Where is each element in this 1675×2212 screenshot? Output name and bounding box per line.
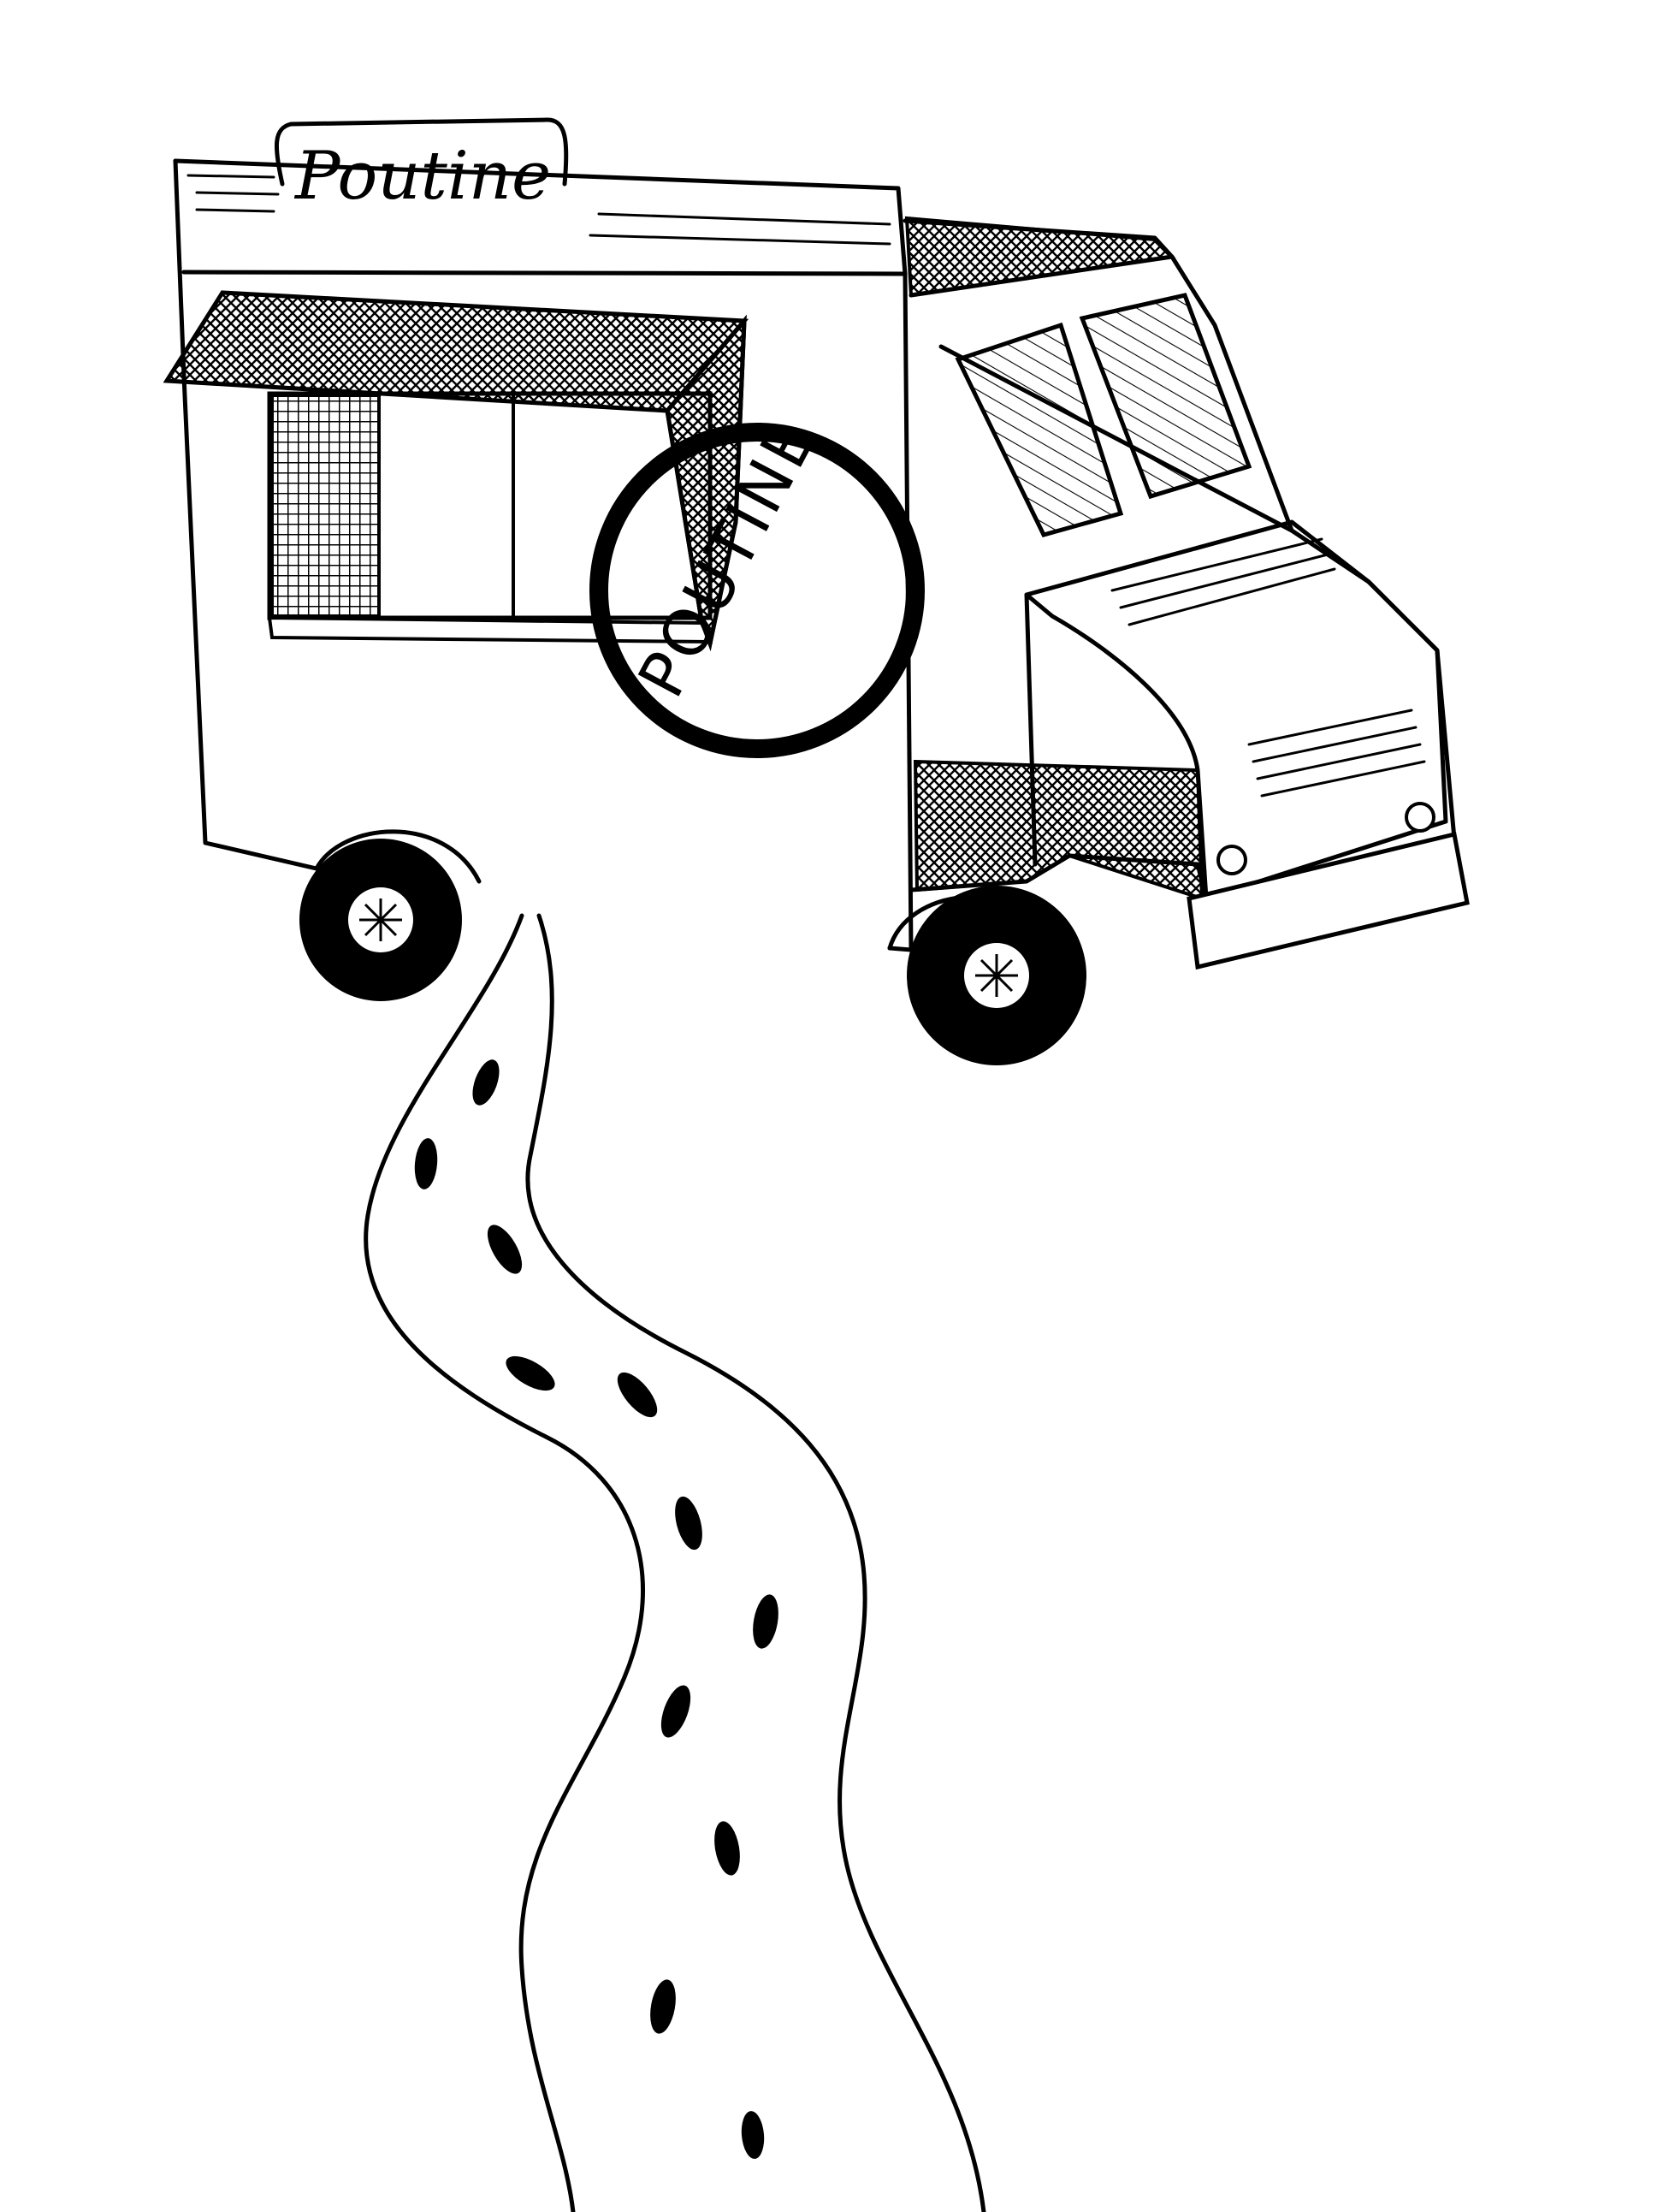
front-bumper — [1187, 831, 1470, 970]
road-right-edge — [525, 913, 986, 2212]
roof-sign: Poutine — [274, 117, 569, 215]
road-center-dashes — [414, 1059, 778, 2159]
rear-wheel — [299, 839, 462, 1001]
food-truck: Poutine P — [163, 117, 1470, 1065]
road-left-edge — [364, 913, 645, 2212]
truck-box-top — [173, 158, 908, 276]
cab-window-side — [1079, 293, 1252, 500]
headlight-left — [1216, 845, 1247, 875]
headlight-right — [1405, 802, 1435, 833]
winding-road — [364, 913, 986, 2212]
serving-window — [267, 391, 713, 644]
truck-cab — [903, 216, 1470, 970]
roof-sign-text: Poutine — [293, 138, 551, 215]
rear-wheel-arch — [314, 829, 482, 884]
front-wheel — [907, 886, 1086, 1065]
